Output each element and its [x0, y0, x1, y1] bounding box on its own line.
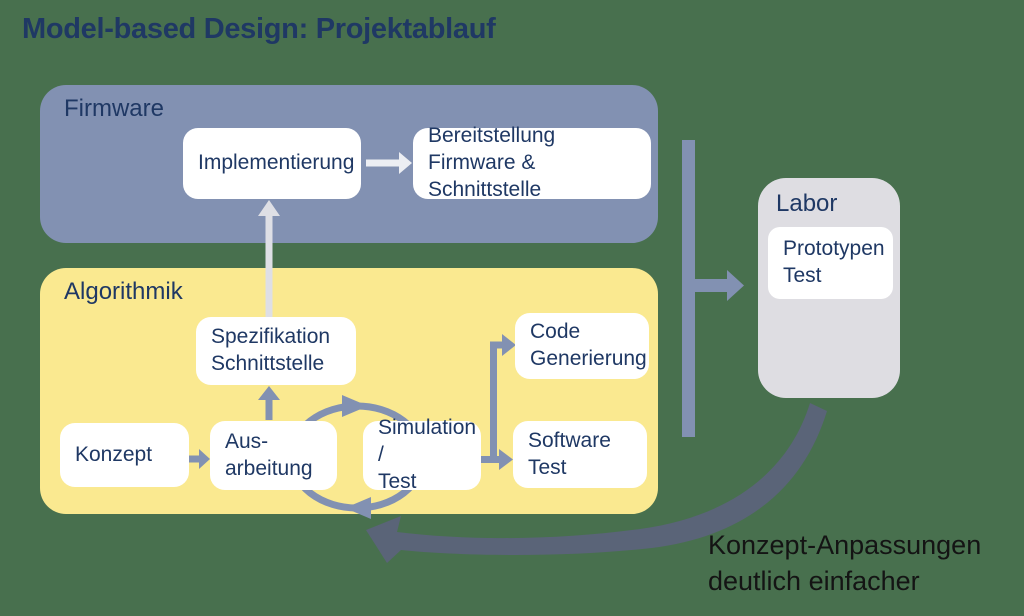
node-spezifikation-schnittstelle: Spezifikation Schnittstelle [196, 317, 356, 385]
node-simulation-test: Simulation / Test [363, 416, 481, 493]
node-ausarbeitung: Aus- arbeitung [210, 421, 337, 490]
node-implementierung-label: Implementierung [198, 151, 355, 175]
diagram-title: Model-based Design: Projektablauf [22, 13, 496, 45]
node-prototypen-test-label: Prototypen Test [783, 237, 885, 287]
group-algorithmik-label: Algorithmik [64, 278, 183, 305]
node-implementierung: Implementierung [183, 128, 361, 199]
node-konzept-label: Konzept [75, 442, 153, 466]
node-software-test: Software Test [513, 421, 647, 488]
node-konzept: Konzept [60, 423, 189, 487]
node-code-generierung-label: Code Generierung [530, 320, 647, 370]
node-simulation-test-label: Simulation / Test [378, 416, 477, 493]
node-bereitstellung-label: Bereitstellung Firmware & Schnittstelle [428, 124, 556, 201]
arrow-simulation-to-code-and-software [481, 334, 516, 470]
group-firmware-label: Firmware [64, 95, 164, 122]
arrow-spezifikation-to-implementierung [258, 200, 280, 318]
node-spezifikation-label: Spezifikation Schnittstelle [211, 325, 331, 375]
arrow-implementierung-to-bereitstellung [366, 152, 412, 174]
arrow-to-labor [693, 270, 744, 301]
arrow-ausarbeitung-to-spezifikation [258, 386, 280, 420]
node-software-test-label: Software Test [528, 428, 611, 479]
collector-bar [682, 140, 695, 437]
annotation-konzept-anpassungen: Konzept-Anpassungen deutlich einfacher [708, 530, 982, 596]
node-code-generierung: Code Generierung [515, 313, 649, 379]
node-ausarbeitung-label: Aus- arbeitung [225, 429, 313, 480]
feedback-arrow-labor-to-loop [366, 403, 827, 563]
arrow-konzept-to-ausarbeitung [188, 449, 210, 469]
group-labor-label: Labor [776, 190, 838, 217]
node-bereitstellung: Bereitstellung Firmware & Schnittstelle [413, 124, 651, 201]
node-prototypen-test: Prototypen Test [768, 227, 893, 299]
